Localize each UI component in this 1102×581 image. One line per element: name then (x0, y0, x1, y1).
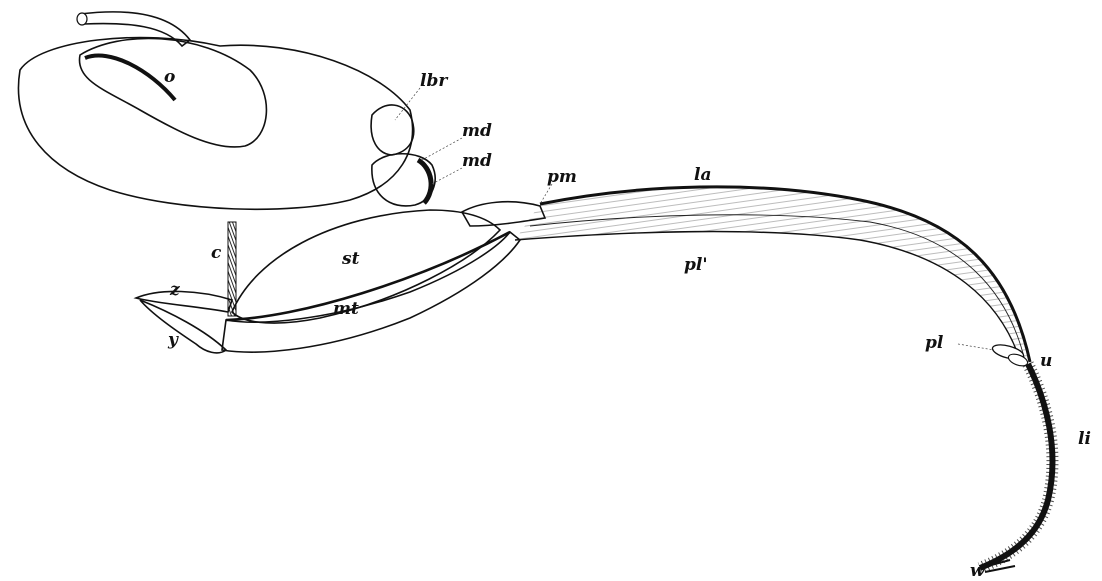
leader-lbr (395, 88, 420, 120)
basal-piece-z (136, 291, 232, 312)
head-capsule (18, 38, 412, 210)
label-u: u (1040, 351, 1052, 371)
label-pm: pm (547, 167, 577, 187)
label-y: y (167, 330, 179, 350)
label-c: c (211, 243, 222, 263)
label-lbr: lbr (420, 71, 448, 91)
label-la: la (694, 165, 711, 185)
ligula (980, 364, 1052, 568)
label-pl-prime: pl' (684, 255, 708, 275)
basal-piece-y (140, 300, 226, 353)
label-md-upper: md (462, 121, 492, 141)
mandible-tip (418, 160, 431, 203)
leader-pl (958, 344, 994, 350)
label-md-lower: md (462, 151, 492, 171)
leader-md-upper (422, 138, 462, 160)
label-z: z (169, 280, 180, 300)
mentum-edge (226, 232, 510, 320)
label-pl: pl (925, 333, 944, 353)
labrum (371, 105, 414, 155)
eye-shadow (85, 56, 175, 100)
antenna-stub-end (77, 13, 87, 25)
label-mt: mt (333, 299, 359, 319)
label-li: li (1078, 429, 1091, 449)
label-st: st (341, 249, 360, 269)
label-w: w (970, 561, 986, 581)
label-o: o (164, 67, 175, 87)
